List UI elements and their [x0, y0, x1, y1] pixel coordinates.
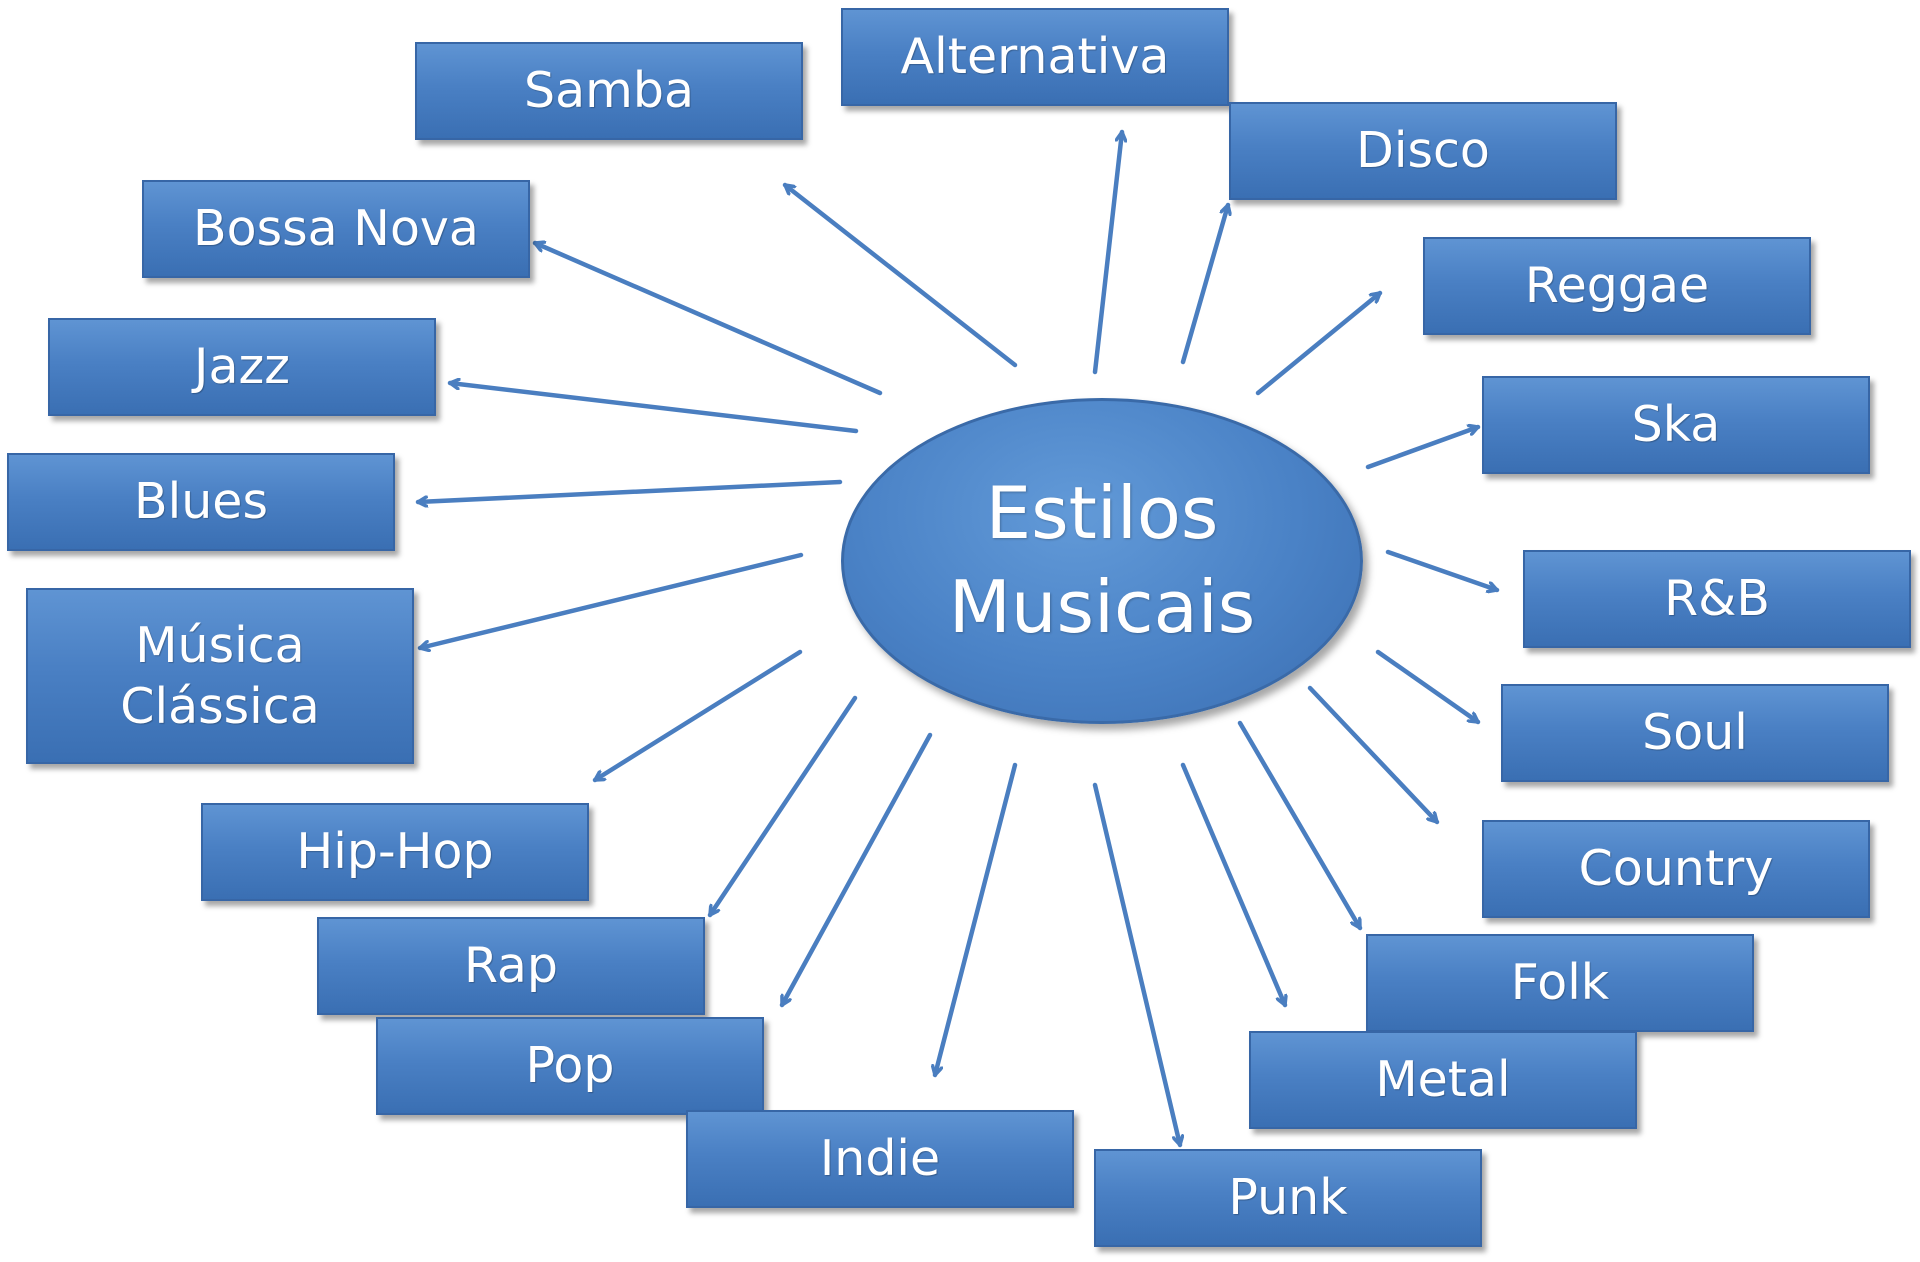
- node-rap: Rap: [317, 917, 705, 1015]
- node-rnb: R&B: [1523, 550, 1911, 648]
- node-disco: Disco: [1229, 102, 1617, 200]
- node-alternativa: Alternativa: [841, 8, 1229, 106]
- arrow-to-metal: [1180, 762, 1285, 1008]
- arrow-to-musica-classica: [417, 552, 804, 648]
- node-ska: Ska: [1482, 376, 1870, 474]
- arrow-to-country: [1307, 685, 1440, 825]
- arrow-to-reggae: [1255, 290, 1383, 396]
- arrow-to-rnb: [1385, 549, 1500, 590]
- node-bossa-nova: Bossa Nova: [142, 180, 530, 278]
- arrow-to-jazz: [447, 383, 859, 434]
- node-metal: Metal: [1249, 1031, 1637, 1129]
- arrow-to-alternativa: [1092, 129, 1122, 375]
- arrow-to-blues: [415, 479, 843, 502]
- arrow-to-rap: [707, 695, 858, 918]
- node-soul: Soul: [1501, 684, 1889, 782]
- arrow-to-soul: [1375, 649, 1481, 725]
- arrow-to-samba: [782, 182, 1018, 368]
- node-samba: Samba: [415, 42, 803, 140]
- arrow-to-folk: [1237, 720, 1363, 931]
- node-blues: Blues: [7, 453, 395, 551]
- center-node-estilos-musicais: Estilos Musicais: [841, 398, 1363, 724]
- node-musica-classica: Música Clássica: [26, 588, 414, 764]
- arrow-to-ska: [1365, 427, 1481, 470]
- node-country: Country: [1482, 820, 1870, 918]
- arrow-to-bossa-nova: [532, 243, 883, 396]
- arrow-to-disco: [1180, 202, 1228, 365]
- node-folk: Folk: [1366, 934, 1754, 1032]
- node-musica-classica-line2: Clássica: [120, 678, 320, 735]
- arrow-to-indie: [935, 762, 1018, 1078]
- center-label-line1: Estilos: [985, 471, 1219, 556]
- node-hip-hop: Hip-Hop: [201, 803, 589, 901]
- node-indie: Indie: [686, 1110, 1074, 1208]
- node-musica-classica-line1: Música: [135, 616, 305, 674]
- arrow-to-pop: [779, 732, 933, 1008]
- arrow-to-hip-hop: [592, 649, 803, 783]
- node-pop: Pop: [376, 1017, 764, 1115]
- node-punk: Punk: [1094, 1149, 1482, 1247]
- arrow-to-punk: [1092, 782, 1180, 1148]
- center-label-line2: Musicais: [948, 565, 1256, 649]
- node-jazz: Jazz: [48, 318, 436, 416]
- node-reggae: Reggae: [1423, 237, 1811, 335]
